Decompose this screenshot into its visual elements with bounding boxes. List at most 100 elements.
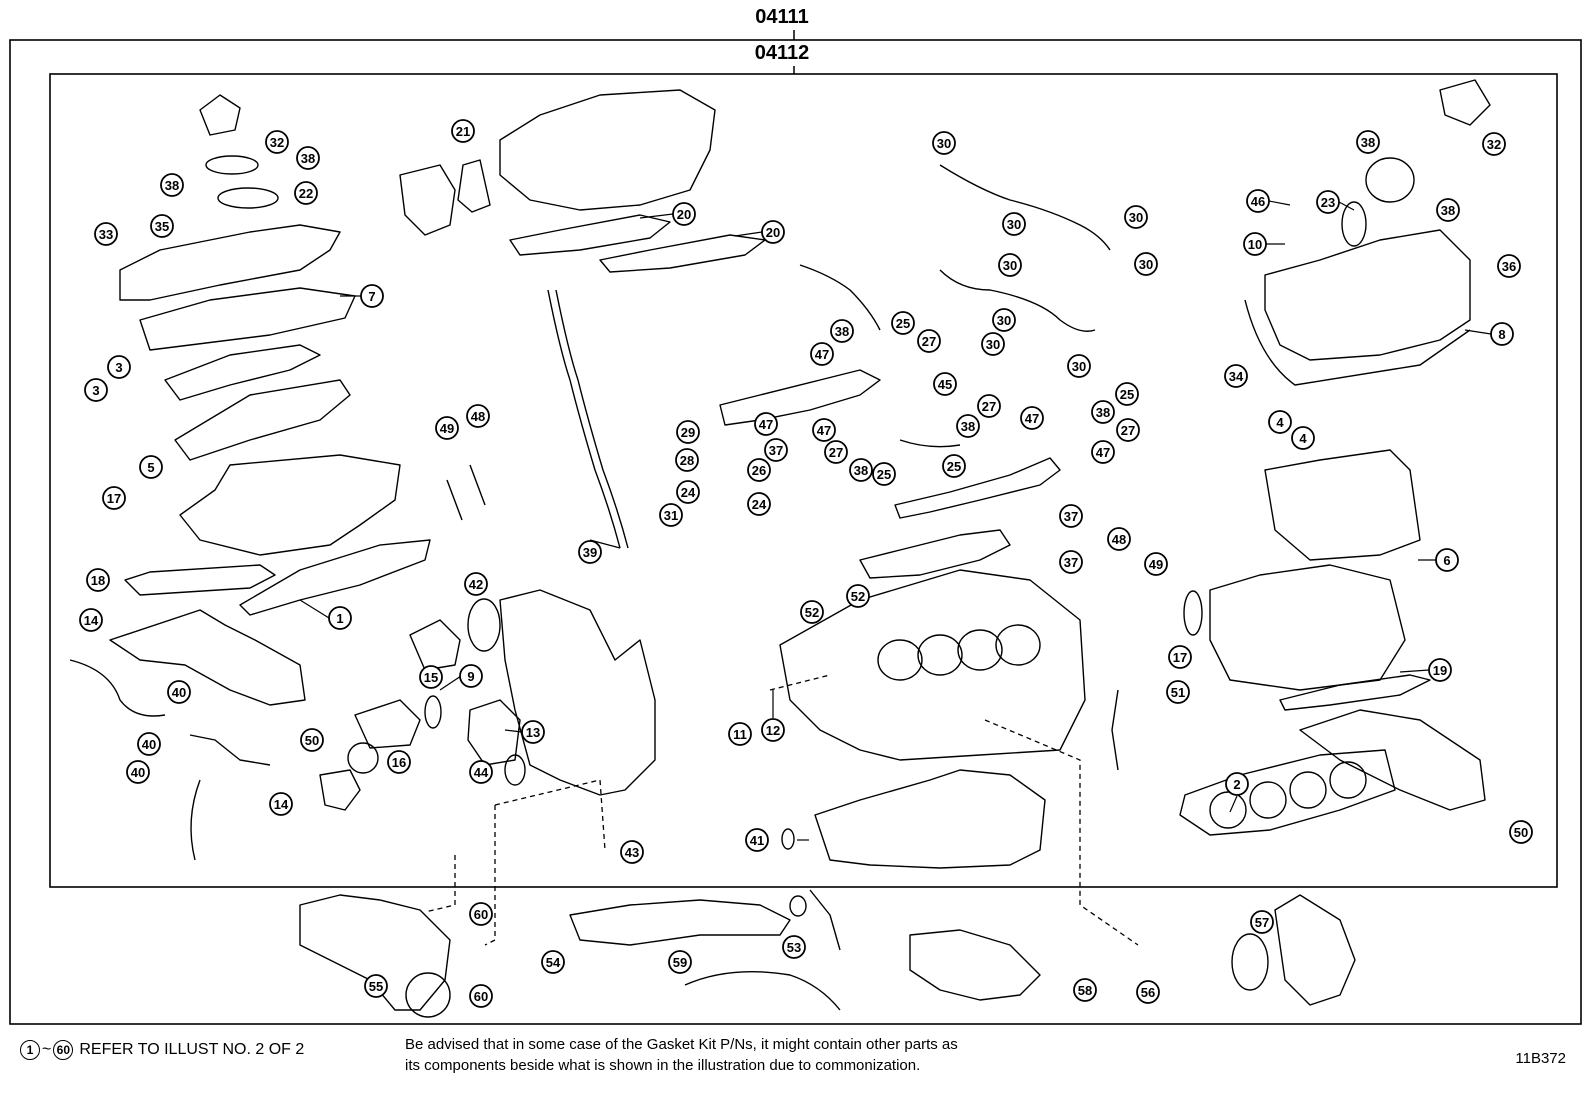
- dashed-leaders: [424, 674, 1139, 946]
- callout-number: 9: [467, 669, 474, 684]
- callout-circle: [977, 394, 1001, 418]
- callout-number: 57: [1255, 915, 1269, 930]
- callout-number: 31: [664, 508, 678, 523]
- callout-circle: [764, 438, 788, 462]
- callout-number: 27: [829, 445, 843, 460]
- callout-circle: [294, 181, 318, 205]
- callout-circle: [1497, 254, 1521, 278]
- callout-32: 32: [265, 130, 289, 154]
- callout-circle: [1091, 400, 1115, 424]
- callout-number: 41: [750, 833, 764, 848]
- callout-circle: [676, 480, 700, 504]
- callout-23: 23: [1316, 190, 1340, 214]
- callout-6: 6: [1435, 548, 1459, 572]
- callout-number: 45: [938, 377, 952, 392]
- callout-30: 30: [1124, 205, 1148, 229]
- callout-58: 58: [1073, 978, 1097, 1002]
- callout-number: 40: [172, 685, 186, 700]
- range-end-callout: 60: [53, 1040, 74, 1060]
- callout-60: 60: [469, 984, 493, 1008]
- callout-number: 60: [474, 907, 488, 922]
- callout-number: 42: [469, 577, 483, 592]
- callout-20: 20: [761, 220, 785, 244]
- callout-30: 30: [998, 253, 1022, 277]
- callout-circle: [137, 732, 161, 756]
- callout-circle: [1144, 552, 1168, 576]
- callout-circle: [107, 355, 131, 379]
- callout-circle: [94, 222, 118, 246]
- callout-25: 25: [872, 462, 896, 486]
- callout-number: 13: [526, 725, 540, 740]
- callout-25: 25: [942, 454, 966, 478]
- callout-43: 43: [620, 840, 644, 864]
- callout-circle: [269, 792, 293, 816]
- callout-circle: [1225, 772, 1249, 796]
- callout-56: 56: [1136, 980, 1160, 1004]
- callout-circle: [364, 974, 388, 998]
- callout-number: 30: [1139, 257, 1153, 272]
- callout-48: 48: [1107, 527, 1131, 551]
- callout-number: 51: [1171, 685, 1185, 700]
- callout-number: 48: [471, 409, 485, 424]
- callout-circle: [102, 486, 126, 510]
- callout-number: 1: [336, 611, 343, 626]
- callout-number: 47: [815, 347, 829, 362]
- callout-number: 5: [147, 460, 154, 475]
- callout-circle: [668, 950, 692, 974]
- callout-52: 52: [846, 584, 870, 608]
- callout-number: 20: [766, 225, 780, 240]
- callout-number: 30: [937, 136, 951, 151]
- callout-circle: [435, 416, 459, 440]
- callout-number: 37: [1064, 509, 1078, 524]
- callout-number: 16: [392, 755, 406, 770]
- callout-number: 21: [456, 124, 470, 139]
- callout-24: 24: [747, 492, 771, 516]
- callout-45: 45: [933, 372, 957, 396]
- callout-38: 38: [160, 173, 184, 197]
- callout-circle: [387, 750, 411, 774]
- callout-number: 38: [301, 151, 315, 166]
- callout-number: 44: [474, 765, 489, 780]
- callout-number: 11: [733, 727, 747, 742]
- callout-26: 26: [747, 458, 771, 482]
- callout-circle: [1091, 440, 1115, 464]
- callout-number: 28: [680, 453, 694, 468]
- callout-number: 47: [1096, 445, 1110, 460]
- callout-circle: [419, 665, 443, 689]
- callout-number: 38: [961, 419, 975, 434]
- callout-circle: [300, 728, 324, 752]
- callout-8: 8: [1490, 322, 1514, 346]
- callout-number: 38: [854, 463, 868, 478]
- callout-27: 27: [917, 329, 941, 353]
- callout-circle: [1224, 364, 1248, 388]
- callout-circle: [1059, 504, 1083, 528]
- callout-11: 11: [728, 722, 752, 746]
- callout-circle: [830, 319, 854, 343]
- callout-38: 38: [1091, 400, 1115, 424]
- callout-number: 25: [896, 316, 910, 331]
- callout-27: 27: [824, 440, 848, 464]
- callout-number: 47: [759, 417, 773, 432]
- callout-circle: [360, 284, 384, 308]
- callout-38: 38: [296, 146, 320, 170]
- callout-circle: [1509, 820, 1533, 844]
- callout-7: 7: [360, 284, 384, 308]
- callout-number: 22: [299, 186, 313, 201]
- callout-circle: [167, 680, 191, 704]
- callout-number: 38: [1441, 203, 1455, 218]
- outer-frame: [9, 39, 1582, 1025]
- callout-circle: [139, 455, 163, 479]
- callout-circle: [1136, 980, 1160, 1004]
- callout-41: 41: [745, 828, 769, 852]
- callout-number: 49: [1149, 557, 1163, 572]
- callout-number: 30: [1129, 210, 1143, 225]
- callout-circle: [160, 173, 184, 197]
- callout-circle: [469, 902, 493, 926]
- callout-50: 50: [300, 728, 324, 752]
- callout-circle: [1246, 189, 1270, 213]
- callout-number: 4: [1299, 431, 1307, 446]
- callout-number: 25: [877, 467, 891, 482]
- callout-circle: [1067, 354, 1091, 378]
- callout-circle: [469, 760, 493, 784]
